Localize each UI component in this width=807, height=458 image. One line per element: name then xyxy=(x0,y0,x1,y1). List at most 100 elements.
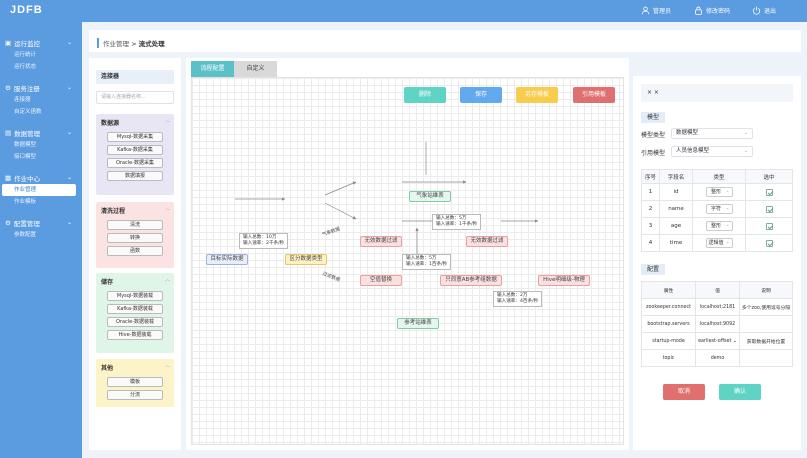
cell-value[interactable]: demo xyxy=(695,349,740,367)
chevron-up-icon[interactable]: ︿ xyxy=(164,206,170,212)
sidebar-group-data[interactable]: ▤数据管理⌄ xyxy=(0,126,82,139)
ref-model-select[interactable]: 人员信息模型⌄ xyxy=(671,146,753,157)
col-header: 属性 xyxy=(641,281,696,299)
group-datasource: 数据源 ︿ Mysql-数据采集 Kafka-数据采集 Oracle-数据采集 … xyxy=(96,114,174,195)
cell-name: age xyxy=(659,217,693,235)
cell-value[interactable]: localhost:9092 xyxy=(695,315,740,333)
chevron-up-icon[interactable]: ︿ xyxy=(164,363,170,369)
connector-search-input[interactable]: 请输入连接器名称... xyxy=(96,91,174,104)
ref-model-value: 人员信息模型 xyxy=(676,148,710,154)
row-checkbox[interactable] xyxy=(765,188,773,196)
stat-line: 输入总数：2万 xyxy=(497,293,528,298)
connector-chip[interactable]: Oracle-数据装载 xyxy=(107,317,163,327)
confirm-button[interactable]: 确认 xyxy=(719,384,761,400)
sidebar-group-job[interactable]: ▦作业中心⌄ xyxy=(0,171,82,184)
cell-value[interactable]: earliest-offset ⌄ xyxy=(695,332,740,350)
breadcrumb-parent[interactable]: 作业管理 xyxy=(103,40,129,48)
database-icon: ▤ xyxy=(5,128,12,137)
node-invalid-data[interactable]: 无效数据过滤 xyxy=(466,236,508,247)
stat-line: 输入速率：1百条/秒 xyxy=(406,262,448,267)
chevron-up-icon[interactable]: ︿ xyxy=(164,277,170,283)
connector-chip[interactable]: 清洗 xyxy=(107,220,163,230)
cell-desc xyxy=(739,349,793,367)
sidebar-item-job-manage[interactable]: 作业管理 xyxy=(2,184,76,196)
connector-chip[interactable]: Kafka-数据采集 xyxy=(107,145,163,155)
cancel-button[interactable]: 取消 xyxy=(663,384,705,400)
save-template-button[interactable]: 另存模板 xyxy=(516,87,558,103)
logout-link[interactable]: 退出 xyxy=(752,6,776,15)
connector-chip[interactable]: 数据填报 xyxy=(107,171,163,181)
cell-check xyxy=(745,234,793,252)
node-ab-station[interactable]: 只同意AB参考组数据 xyxy=(440,275,502,286)
top-bar: JDFB 管理员 修改密码 退出 xyxy=(0,0,807,22)
connector-chip[interactable]: Kafka-数据装载 xyxy=(107,304,163,314)
stat-line: 输入总数：10万 xyxy=(243,235,277,240)
type-select[interactable]: 整形⌄ xyxy=(705,221,733,231)
connector-chip[interactable]: 分流 xyxy=(107,390,163,400)
delete-button[interactable]: 删除 xyxy=(404,87,446,103)
admin-link[interactable]: 管理员 xyxy=(641,6,671,15)
chevron-down-icon: ⌄ xyxy=(725,206,730,211)
group-title: 储存 xyxy=(101,279,114,286)
sidebar-group-service[interactable]: ⚙服务注册⌄ xyxy=(0,81,82,94)
connector-chip[interactable]: 模板 xyxy=(107,377,163,387)
stat-line: 输入速率：2千条/秒 xyxy=(243,241,285,246)
connector-chip[interactable]: 函数 xyxy=(107,246,163,256)
connector-chip[interactable]: Oracle-数据采集 xyxy=(107,158,163,168)
table-header: 序号 字段名 类型 选中 xyxy=(641,169,793,184)
sidebar-group-label: 数据管理 xyxy=(14,129,41,138)
chevron-up-icon[interactable]: ︿ xyxy=(164,118,170,124)
connector-chip[interactable]: 转换 xyxy=(107,233,163,243)
cell-type: 整形⌄ xyxy=(692,183,746,201)
chevron-down-icon: ⌄ xyxy=(743,130,748,136)
breadcrumb-sep: > xyxy=(129,40,139,48)
use-template-button[interactable]: 引用模板 xyxy=(573,87,615,103)
sidebar-group-config[interactable]: ⚙配置管理⌄ xyxy=(0,216,82,229)
node-source[interactable]: 目标实际数据 xyxy=(206,254,248,265)
tab-custom[interactable]: 自定义 xyxy=(234,61,277,77)
row-checkbox[interactable] xyxy=(765,222,773,230)
model-type-select[interactable]: 数据模型⌄ xyxy=(671,128,753,139)
cell-no: 2 xyxy=(641,200,660,218)
sidebar-item-data-model[interactable]: 数据模型 xyxy=(14,142,37,148)
sidebar-item-connector[interactable]: 连接器 xyxy=(14,97,31,103)
sidebar-item-param-config[interactable]: 参数配置 xyxy=(14,232,37,238)
breadcrumb-current: 流式处理 xyxy=(138,40,165,48)
type-select[interactable]: 字符⌄ xyxy=(705,204,733,214)
lock-icon xyxy=(695,6,702,15)
tab-flow-config[interactable]: 流程配置 xyxy=(191,61,234,77)
row-checkbox[interactable] xyxy=(765,239,773,247)
row-checkbox[interactable] xyxy=(765,205,773,213)
table-row: 4 time 逻辑值⌄ xyxy=(641,234,793,252)
sidebar-item-custom-function[interactable]: 自定义函数 xyxy=(14,109,42,115)
cell-desc: 多个zoo,使用逗号分隔 xyxy=(739,298,793,316)
cell-value[interactable]: localhost:2181 xyxy=(695,298,740,316)
group-other: 其他 ︿ 模板 分流 xyxy=(96,359,174,407)
cell-key: bootstrap.servers xyxy=(641,315,696,333)
chevron-down-icon: ⌄ xyxy=(66,39,72,46)
connector-chip[interactable]: Mysql-数据装载 xyxy=(107,291,163,301)
sidebar-item-interface-model[interactable]: 接口模型 xyxy=(14,154,37,160)
node-weather[interactable]: 气象站维表 xyxy=(409,191,451,202)
node-airspace[interactable]: 空值替换 xyxy=(360,275,402,286)
group-title: 清洗过程 xyxy=(101,208,126,215)
logout-label: 退出 xyxy=(764,8,777,15)
sidebar-item-run-status[interactable]: 运行状态 xyxy=(14,64,37,70)
change-password-link[interactable]: 修改密码 xyxy=(694,6,730,15)
flow-canvas[interactable]: 删除 保存 另存模板 引用模板 目标实际数据 区分数据类型 气象站维表 无效数据… xyxy=(191,77,624,445)
node-ref[interactable]: 参考站维表 xyxy=(397,318,439,329)
node-split[interactable]: 区分数据类型 xyxy=(285,254,327,265)
sidebar-item-job-template[interactable]: 作业模板 xyxy=(14,199,37,205)
cell-no: 4 xyxy=(641,234,660,252)
cell-name: name xyxy=(659,200,693,218)
connector-chip[interactable]: Hive-数据装载 xyxy=(107,330,163,340)
group-title: 其他 xyxy=(101,365,114,372)
save-button[interactable]: 保存 xyxy=(460,87,502,103)
connector-chip[interactable]: Mysql-数据采集 xyxy=(107,132,163,142)
sidebar-item-run-stats[interactable]: 运行统计 xyxy=(14,52,37,58)
type-select[interactable]: 整形⌄ xyxy=(705,187,733,197)
node-invalid-filter[interactable]: 无效数据过滤 xyxy=(360,236,402,247)
node-hive[interactable]: Hive明细级-物理 xyxy=(538,275,590,286)
sidebar-group-monitor[interactable]: ▣运行监控⌄ xyxy=(0,36,82,49)
type-select[interactable]: 逻辑值⌄ xyxy=(705,238,733,248)
